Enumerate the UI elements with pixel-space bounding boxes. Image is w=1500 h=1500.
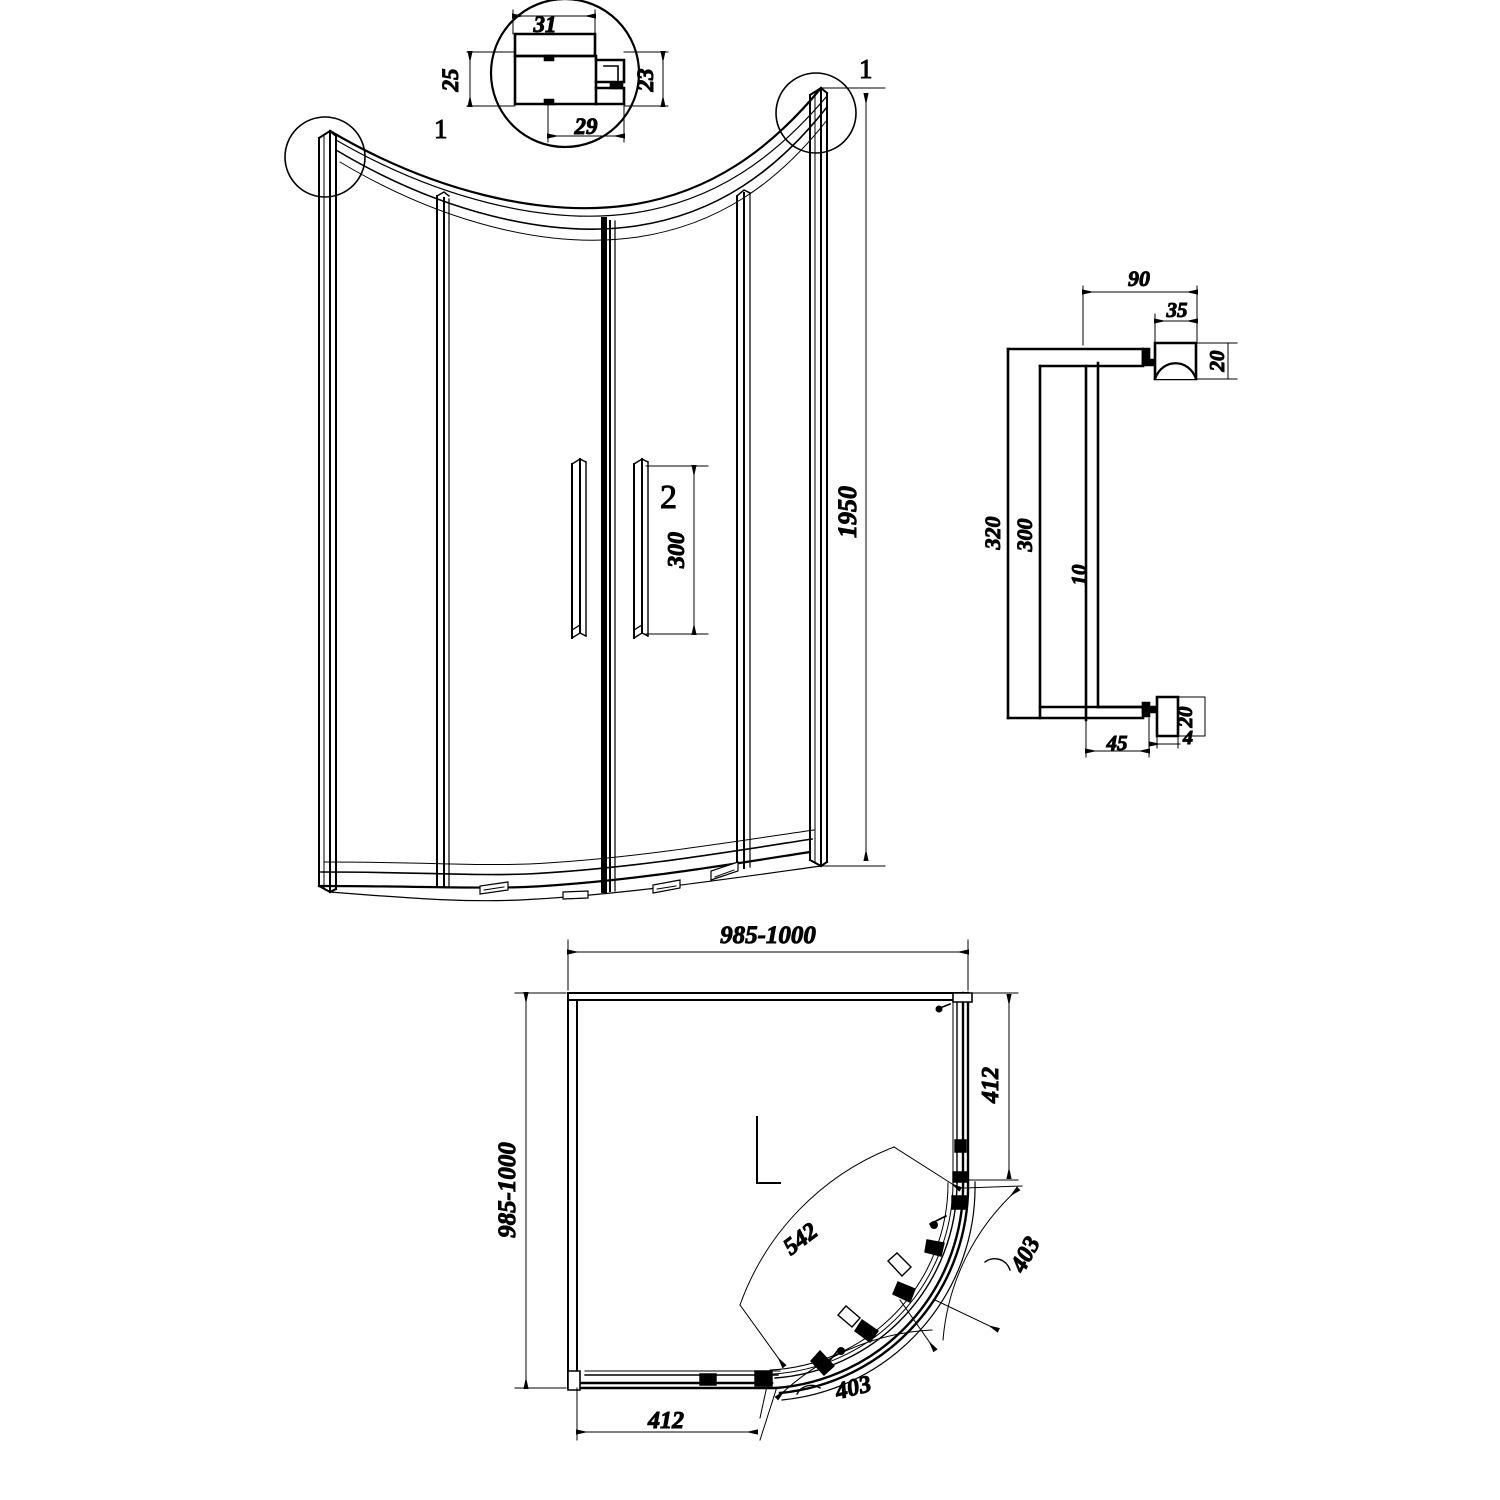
plan-left-wall-profile [567, 992, 578, 1389]
detail-1-dim-25: 25 [438, 51, 516, 107]
dim-plan-left-985-1000: 985-1000 [494, 1142, 521, 1238]
plan-dim-arc-542: 542 [739, 1146, 963, 1369]
plan-top-wall-profile [567, 992, 969, 1001]
plan-roller-brackets [810, 1195, 967, 1376]
dim-20-top: 20 [1205, 350, 1229, 373]
plan-right-fixed-panel [935, 991, 973, 1184]
dim-23: 23 [633, 69, 658, 93]
handle-dim-320: 320 [980, 516, 1006, 551]
detail-1-dim-29: 29 [547, 103, 625, 143]
handle-dim-45: 45 [1085, 717, 1150, 758]
plan-dim-left-height: 985-1000 [494, 992, 567, 1389]
dim-300: 300 [1012, 519, 1037, 553]
front-elevation-view: 1 1 1950 300 2 [284, 54, 886, 902]
dim-arc-403-bottom: 403 [832, 1371, 874, 1405]
callout-label-2: 2 [660, 479, 677, 516]
plan-curved-sliding-doors [769, 1178, 976, 1401]
callout-circle-1-right [775, 72, 857, 154]
handle-dim-300: 300 [1012, 518, 1038, 553]
dim-plan-top-985-1000: 985-1000 [720, 922, 816, 949]
dim-arc-403-right: 403 [1005, 1233, 1045, 1278]
dim-35: 35 [1166, 298, 1188, 322]
dim-10: 10 [1067, 564, 1091, 586]
detail-1-dim-23: 23 [623, 51, 669, 107]
handle-detail-view: 90 35 20 320 300 10 [980, 266, 1238, 758]
dim-31: 31 [533, 12, 557, 37]
handle-dim-90: 90 [1082, 266, 1198, 346]
callout-circle-1-left [284, 116, 366, 198]
handle-dim-4: 4 [1149, 727, 1194, 750]
handle-dim-20-bottom: 20 [1173, 696, 1206, 737]
detail-1-boundary-circle [489, 0, 641, 149]
detail-1-section-view: 31 25 23 29 [438, 0, 669, 149]
handle-detail-geometry [1006, 341, 1229, 738]
plan-dim-412-bottom: 412 [576, 1387, 777, 1441]
handle-dim-20-top: 20 [1195, 342, 1238, 380]
plan-corner-symbol [756, 1116, 781, 1184]
dim-height-1950: 1950 [833, 486, 862, 538]
dim-plan-412-bottom: 412 [647, 1408, 684, 1434]
plan-bottom-fixed-panel [567, 1370, 781, 1391]
dim-20-bottom: 20 [1173, 706, 1197, 729]
dim-29: 29 [574, 114, 599, 139]
dim-handle-300: 300 [664, 532, 690, 569]
elevation-handle-dimension: 300 2 [645, 465, 709, 635]
elevation-height-dimension: 1950 [820, 87, 886, 867]
elevation-roller-brackets [479, 861, 739, 900]
detail-1-profile-geometry [513, 32, 626, 106]
elevation-bottom-rail [317, 829, 822, 902]
plan-dim-top-width: 985-1000 [567, 922, 969, 991]
elevation-door-stiles [435, 189, 752, 893]
detail-1-dim-31: 31 [512, 9, 596, 38]
elevation-handle-right [633, 458, 649, 639]
handle-dim-35: 35 [1154, 298, 1198, 344]
callout-label-1-right: 1 [859, 54, 873, 84]
elevation-right-wall-profile [808, 86, 829, 868]
elevation-left-wall-profile [317, 129, 338, 894]
elevation-top-rail [328, 86, 829, 241]
dim-45: 45 [1106, 731, 1128, 755]
callout-label-1-left: 1 [434, 114, 448, 144]
elevation-handle-left [571, 458, 587, 639]
dim-arc-542: 542 [779, 1218, 823, 1260]
plan-view: 985-1000 985-1000 412 412 54 [494, 922, 1046, 1441]
dim-320: 320 [980, 517, 1005, 551]
dim-90: 90 [1128, 266, 1150, 291]
dim-25: 25 [438, 69, 463, 93]
dim-4: 4 [1182, 727, 1193, 749]
dim-plan-412-right: 412 [978, 1067, 1004, 1104]
handle-dim-10: 10 [1067, 564, 1092, 587]
plan-dim-412-right: 412 [962, 992, 1019, 1181]
